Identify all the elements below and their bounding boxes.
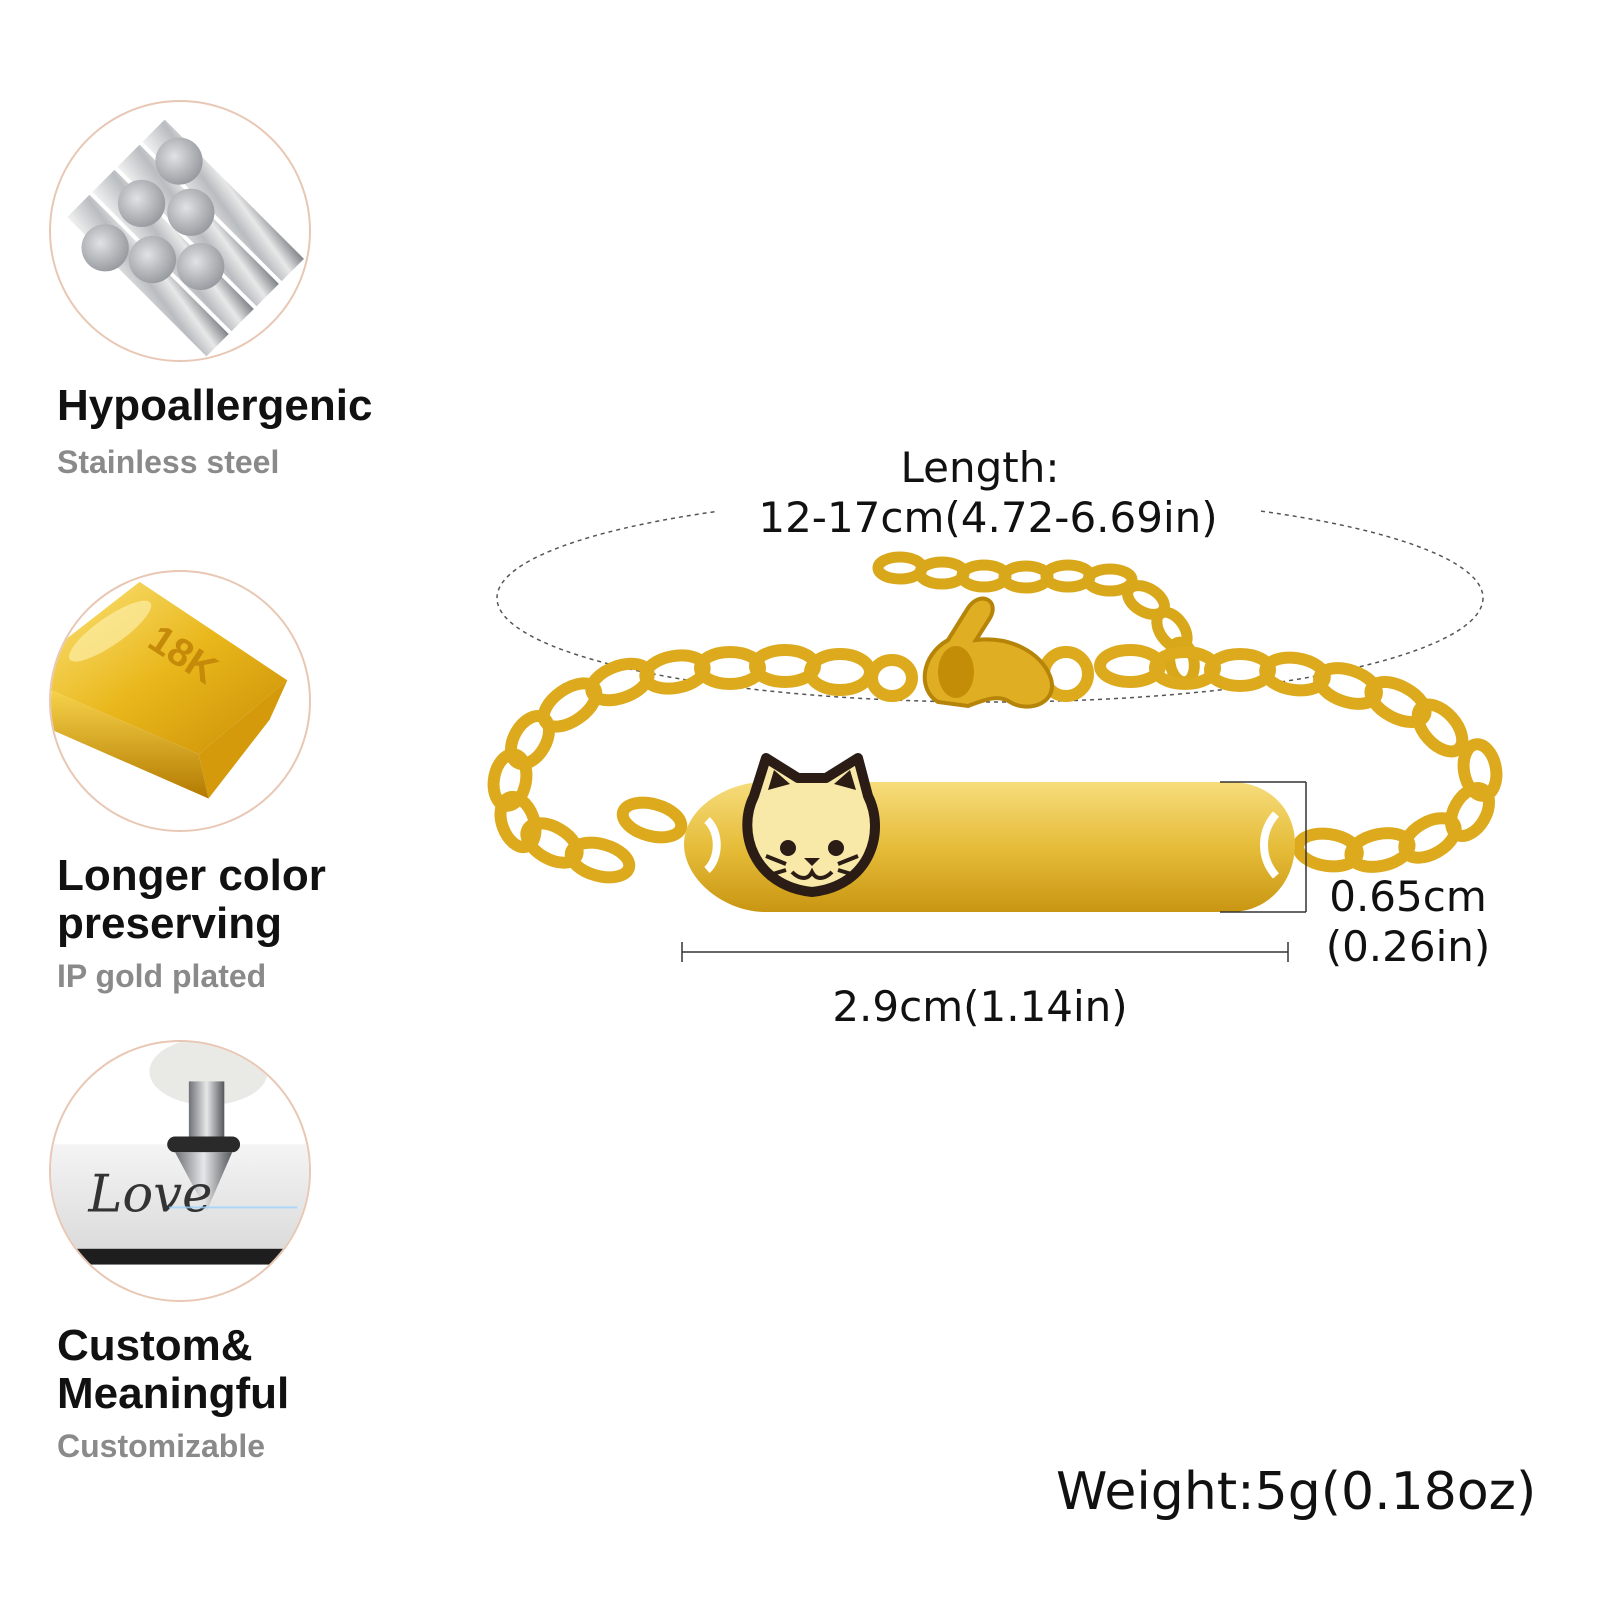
bracelet-illustration	[487, 480, 1503, 962]
id-plate	[684, 753, 1295, 912]
gold-bar-icon: 18K	[51, 581, 288, 799]
plate-height-in-label: (0.26in)	[1325, 922, 1491, 971]
feature-title-custom: Custom& Meaningful	[57, 1322, 477, 1418]
engraving-tool-icon: Love	[51, 1042, 309, 1265]
steel-rods-icon	[67, 119, 304, 357]
length-label: Length:	[900, 443, 1060, 492]
cat-face-icon	[742, 753, 880, 897]
feature-subtitle-custom: Customizable	[57, 1428, 266, 1464]
feature-circle-engrave: Love	[49, 1040, 311, 1302]
length-value: 12-17cm(4.72-6.69in)	[758, 493, 1218, 542]
weight-label: Weight:5g(0.18oz)	[1056, 1462, 1537, 1522]
engraving-text: Love	[87, 1164, 212, 1224]
feature-title-color: Longer color preserving	[57, 852, 477, 948]
feature-circle-gold: 18K	[49, 570, 311, 832]
feature-title-line2: preserving	[57, 899, 282, 948]
dimension-lines	[681, 781, 1307, 962]
main-chain	[487, 644, 1503, 884]
feature-subtitle-steel: Stainless steel	[57, 444, 280, 480]
plate-height-cm-label: 0.65cm	[1329, 872, 1487, 921]
feature-subtitle-gold: IP gold plated	[57, 958, 267, 994]
feature-title-line1: Longer color	[57, 851, 326, 900]
feature-circle-steel	[49, 100, 311, 362]
feature-title-line1: Custom&	[57, 1321, 253, 1370]
feature-title-hypoallergenic: Hypoallergenic	[57, 381, 373, 430]
lobster-clasp	[922, 596, 1054, 709]
plate-width-label: 2.9cm(1.14in)	[832, 982, 1128, 1031]
feature-title-line2: Meaningful	[57, 1369, 290, 1418]
